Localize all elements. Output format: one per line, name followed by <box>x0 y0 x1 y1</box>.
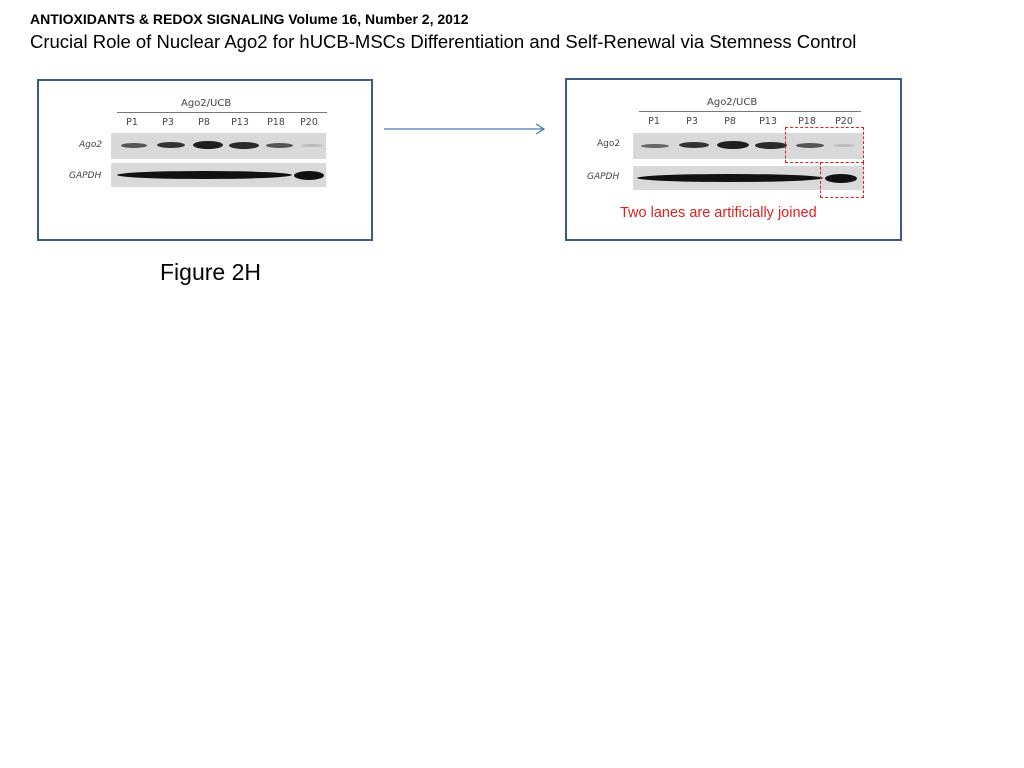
annotation-text: Two lanes are artificially joined <box>620 205 817 221</box>
original-blot-panel: Ago2/UCB P1 P3 P8 P13 P18 P20 Ago2 GAPDH <box>37 79 373 241</box>
ago2-strip <box>633 133 863 159</box>
ago2-band <box>641 144 669 148</box>
ago2-band <box>121 143 147 148</box>
annotated-blot-panel: Ago2/UCB P1 P3 P8 P13 P18 P20 Ago2 GAPDH <box>565 78 902 241</box>
joined-lanes-highlight-ago2 <box>785 127 864 163</box>
lane-label: P13 <box>231 117 249 128</box>
ago2-band <box>796 143 824 148</box>
gapdh-band <box>637 174 823 182</box>
western-blot-image: Ago2/UCB P1 P3 P8 P13 P18 P20 Ago2 GAPDH <box>39 81 370 238</box>
blot-header: Ago2/UCB <box>181 98 232 109</box>
ago2-band <box>301 144 323 147</box>
ago2-strip <box>111 133 326 159</box>
lane-label: P8 <box>724 116 736 127</box>
ago2-band <box>266 143 293 148</box>
gapdh-band <box>294 171 324 180</box>
ago2-band <box>717 141 749 149</box>
blot-header-underline <box>639 111 861 112</box>
figure-caption: Figure 2H <box>160 259 261 285</box>
gapdh-strip <box>111 163 326 187</box>
western-blot-image: Ago2/UCB P1 P3 P8 P13 P18 P20 Ago2 GAPDH <box>567 80 899 238</box>
lane-label: P8 <box>198 117 210 128</box>
ago2-band <box>193 141 223 149</box>
ago2-band <box>157 142 185 148</box>
ago2-band <box>229 142 259 149</box>
ago2-band <box>755 142 787 149</box>
lane-label: P3 <box>686 116 698 127</box>
lane-label: P1 <box>648 116 660 127</box>
lane-label: P13 <box>759 116 777 127</box>
right-arrow-icon <box>384 123 546 135</box>
lane-label: P18 <box>267 117 285 128</box>
lane-label: P1 <box>126 117 138 128</box>
joined-lanes-highlight-gapdh <box>820 162 864 198</box>
ago2-band <box>679 142 709 148</box>
gapdh-band <box>825 174 857 183</box>
gapdh-band <box>117 171 292 179</box>
row-label-gapdh: GAPDH <box>69 171 102 181</box>
lane-label: P18 <box>798 116 816 127</box>
blot-header: Ago2/UCB <box>707 97 758 108</box>
article-title: Crucial Role of Nuclear Ago2 for hUCB-MS… <box>30 31 857 52</box>
row-label-ago2: Ago2 <box>79 140 103 150</box>
row-label-gapdh: GAPDH <box>587 172 620 182</box>
journal-citation: ANTIOXIDANTS & REDOX SIGNALING Volume 16… <box>30 11 469 27</box>
ago2-band <box>833 144 855 147</box>
lane-label: P20 <box>300 117 318 128</box>
lane-label: P3 <box>162 117 174 128</box>
gapdh-strip <box>633 166 863 190</box>
blot-header-underline <box>117 112 327 113</box>
row-label-ago2: Ago2 <box>597 139 621 149</box>
lane-label: P20 <box>835 116 853 127</box>
